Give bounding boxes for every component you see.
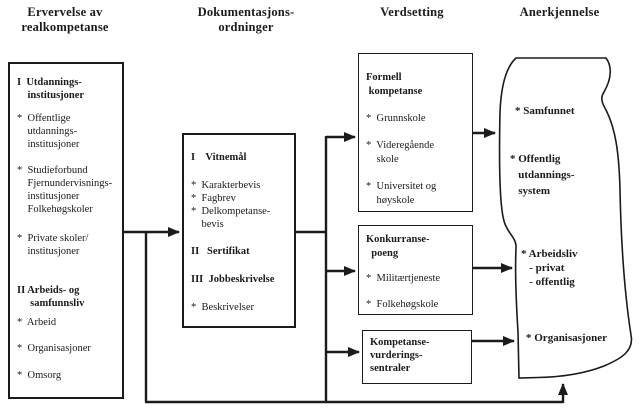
heading-kompetansevurderingssentraler: Kompetanse- vurderings- sentraler (370, 337, 430, 374)
item-grunnskole: * Grunnskole (366, 113, 426, 124)
item-organisasjoner: * Organisasjoner (17, 343, 91, 354)
column-header-acquisition: Ervervelse av realkompetanse (21, 5, 109, 34)
heading-vitnemal: I Vitnemål (191, 152, 247, 163)
heading-sertifikat: II Sertifikat (191, 246, 250, 257)
item-omsorg: * Omsorg (17, 370, 62, 381)
recognition-item-samfunnet: * Samfunnet (515, 105, 575, 117)
item-militaertjeneste: * Militærtjeneste (366, 273, 441, 284)
documentation-box: I Vitnemål * Karakterbevis * Fagbrev * D… (182, 133, 296, 328)
item-offentlige-utdanningsinstitusjoner: * Offentlige utdannings- institusjoner (17, 113, 80, 150)
item-studieforbund: * Studieforbund Fjernundervisnings- inst… (17, 165, 113, 215)
heading-formell-kompetanse: Formell kompetanse (366, 72, 423, 97)
item-folkehogskole: * Folkehøgskole (366, 299, 439, 310)
recognition-item-arbeidsliv: * Arbeidsliv - privat - offentlig (521, 248, 578, 288)
konkurransepoeng-box: Konkurranse- poeng * Militærtjeneste * F… (358, 225, 473, 315)
item-arbeid: * Arbeid (17, 317, 57, 328)
recognition-item-offentlig-utdanningssystem: * Offentlig utdannings- system (510, 153, 575, 197)
item-private-skoler: * Private skoler/ institusjoner (17, 233, 89, 257)
column-header-valuation: Verdsetting (380, 5, 444, 19)
items-vitnemal: * Karakterbevis * Fagbrev * Delkompetans… (191, 180, 271, 230)
acquisition-box: I Utdannings- institusjoner * Offentlige… (8, 62, 124, 399)
item-videregaende-skole: * Videregående skole (366, 140, 434, 165)
kompetansevurderingssentraler-box: Kompetanse- vurderings- sentraler (362, 330, 472, 384)
formell-kompetanse-box: Formell kompetanse * Grunnskole * Videre… (358, 53, 473, 212)
item-universitet-hoyskole: * Universitet og høyskole (366, 181, 437, 206)
heading-jobbeskrivelse: III Jobbeskrivelse (191, 274, 275, 285)
heading-utdanningsinstitusjoner: I Utdannings- institusjoner (17, 77, 85, 101)
recognition-item-organisasjoner: * Organisasjoner (526, 332, 607, 344)
heading-konkurransepoeng: Konkurranse- poeng (366, 234, 430, 259)
item-beskrivelser: * Beskrivelser (191, 302, 254, 313)
column-header-recognition: Anerkjennelse (519, 5, 600, 19)
column-header-documentation: Dokumentasjons- ordninger (197, 5, 295, 34)
recognition-scroll-shape (498, 57, 633, 379)
heading-arbeids-og-samfunnsliv: II Arbeids- og samfunnsliv (17, 285, 85, 309)
